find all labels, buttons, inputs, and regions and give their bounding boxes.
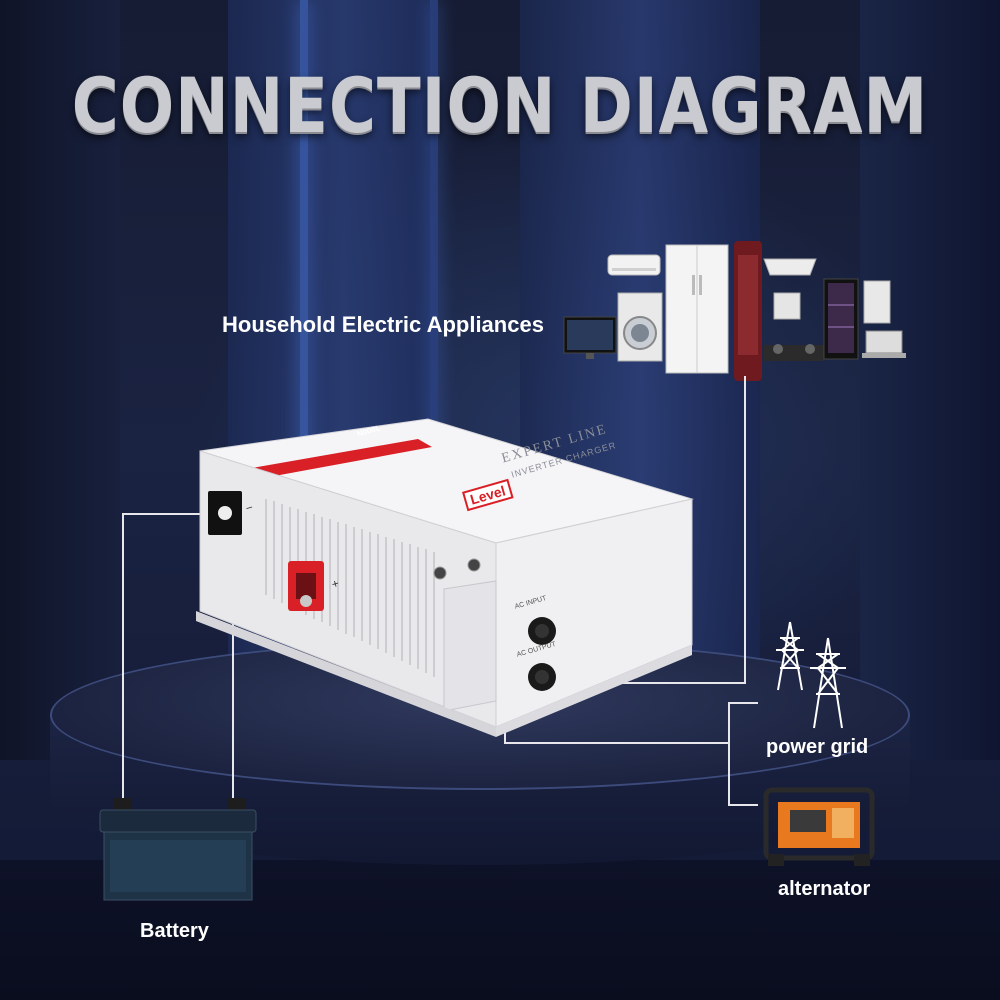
battery-negative-wire	[122, 513, 222, 515]
power-grid-label: power grid	[766, 736, 869, 758]
alternator-wire	[728, 804, 758, 806]
power-grid-wire	[728, 702, 758, 704]
alternator-label: alternator	[778, 878, 871, 900]
light-strip	[300, 0, 308, 760]
page-title: CONNECTION DIAGRAM	[71, 63, 929, 151]
battery-positive-wire	[232, 604, 234, 804]
ac-output-wire	[530, 682, 746, 684]
battery-label: Battery	[140, 920, 209, 942]
appliances-label: Household Electric Appliances	[222, 312, 544, 337]
background-pillar	[0, 0, 120, 760]
battery-illustration	[92, 788, 262, 908]
background-pillar	[860, 0, 1000, 760]
battery-negative-wire	[122, 513, 124, 805]
ac-input-wire	[504, 742, 730, 744]
power-grid-icon	[770, 618, 860, 733]
ac-output-wire	[744, 376, 746, 684]
generator-icon	[760, 780, 878, 870]
inverter-charger-unit	[196, 415, 696, 745]
household-appliances-illustration	[560, 235, 910, 385]
source-branch-wire	[728, 702, 730, 806]
light-strip	[430, 0, 438, 760]
